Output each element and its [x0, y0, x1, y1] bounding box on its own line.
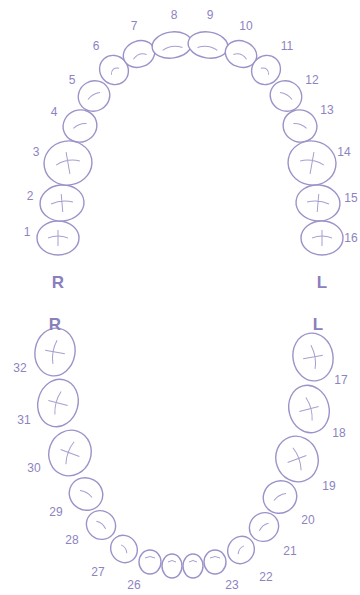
tooth	[42, 424, 97, 482]
side-label: L	[317, 274, 327, 291]
tooth	[105, 530, 142, 568]
tooth-number: 31	[17, 414, 30, 426]
tooth	[183, 554, 203, 578]
tooth	[301, 221, 343, 255]
tooth-number: 27	[91, 566, 104, 578]
tooth	[32, 375, 83, 432]
tooth-number: 6	[93, 40, 100, 52]
tooth-number: 15	[344, 192, 357, 204]
tooth-number: 26	[127, 579, 140, 591]
tooth-number: 8	[171, 9, 178, 21]
tooth-number: 7	[131, 20, 138, 32]
tooth-number: 18	[332, 427, 345, 439]
tooth	[269, 430, 324, 488]
tooth	[39, 183, 86, 223]
tooth-number: 32	[13, 362, 26, 374]
tooth-number: 21	[283, 545, 296, 557]
tooth-number: 11	[281, 40, 293, 52]
tooth-number: 4	[51, 106, 58, 118]
tooth-number: 16	[344, 232, 357, 244]
tooth	[139, 550, 161, 574]
tooth-number: 23	[225, 579, 238, 591]
tooth-number: 12	[305, 74, 318, 86]
tooth-number: 17	[334, 374, 347, 386]
tooth-number: 9	[207, 9, 214, 21]
tooth-number: 28	[65, 534, 78, 546]
tooth	[31, 325, 79, 379]
tooth	[37, 221, 79, 255]
tooth-number: 14	[337, 146, 350, 158]
tooth	[120, 36, 159, 71]
tooth-number: 29	[49, 506, 62, 518]
tooth-number: 13	[320, 104, 333, 116]
tooth-number: 20	[301, 514, 314, 526]
side-label: R	[52, 274, 64, 291]
side-label: L	[313, 316, 323, 333]
tooth-number: 5	[69, 74, 76, 86]
tooth-number: 19	[322, 480, 335, 492]
tooth	[285, 137, 340, 189]
tooth	[63, 472, 108, 517]
tooth	[295, 183, 342, 223]
tooth	[162, 554, 182, 578]
tooth-number: 3	[33, 146, 40, 158]
tooth	[186, 29, 229, 60]
tooth	[41, 137, 96, 189]
tooth-number: 2	[27, 190, 34, 202]
tooth	[283, 381, 334, 438]
side-label: R	[49, 316, 61, 333]
tooth-number: 30	[27, 462, 40, 474]
tooth-number: 10	[239, 20, 252, 32]
tooth	[204, 550, 226, 574]
tooth	[150, 29, 193, 60]
tooth-number: 1	[24, 226, 31, 238]
tooth	[289, 330, 337, 384]
tooth-number: 22	[259, 571, 272, 583]
